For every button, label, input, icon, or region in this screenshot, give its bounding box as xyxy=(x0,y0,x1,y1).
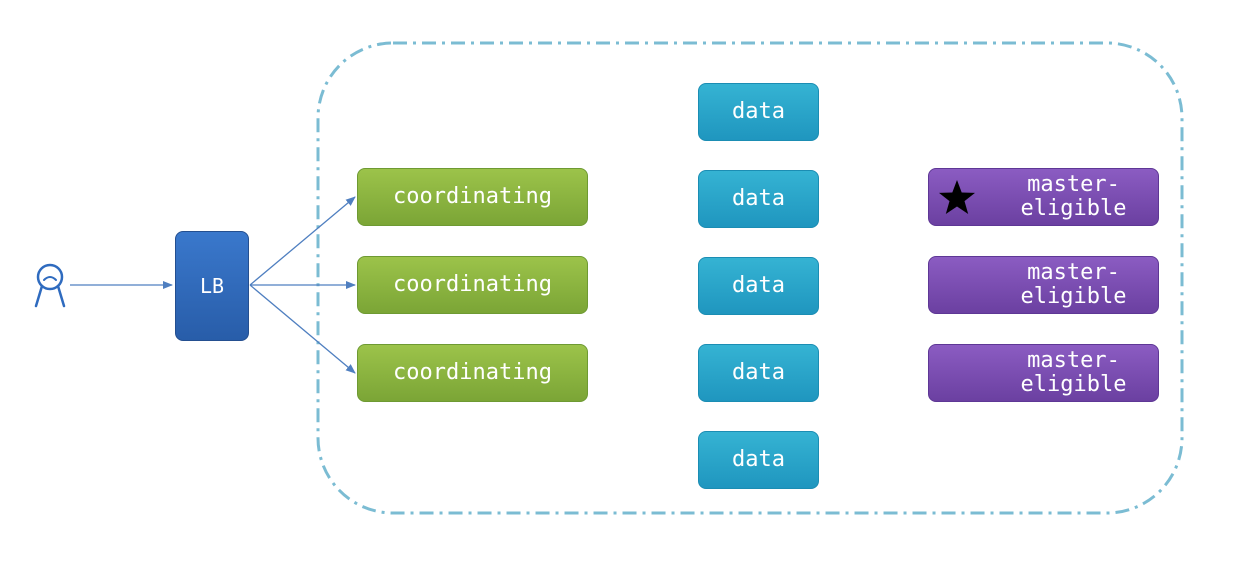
master-eligible-label: master- eligible xyxy=(1020,259,1127,309)
master-eligible-label: master- eligible xyxy=(1020,347,1127,397)
coordinating-node-1: coordinating xyxy=(357,168,588,226)
coordinating-node-label: coordinating xyxy=(393,359,552,385)
star-icon xyxy=(939,180,975,214)
edge-lb-coordinating-1 xyxy=(249,196,356,286)
data-node-4: data xyxy=(698,344,819,402)
edge-lb-coordinating-3 xyxy=(249,284,356,374)
data-node-label: data xyxy=(732,272,785,298)
master-eligible-node-2: master- eligible xyxy=(928,256,1159,314)
master-eligible-label: master- eligible xyxy=(1020,171,1127,221)
coordinating-node-2: coordinating xyxy=(357,256,588,314)
user-icon xyxy=(34,263,66,308)
cluster-boundary xyxy=(316,41,1184,515)
data-node-3: data xyxy=(698,257,819,315)
load-balancer-label: LB xyxy=(199,274,225,298)
data-node-1: data xyxy=(698,83,819,141)
data-node-label: data xyxy=(732,98,785,124)
coordinating-node-label: coordinating xyxy=(393,271,552,297)
load-balancer-node: LB xyxy=(175,231,249,341)
data-node-label: data xyxy=(732,185,785,211)
coordinating-node-label: coordinating xyxy=(393,183,552,209)
data-node-label: data xyxy=(732,359,785,385)
coordinating-node-3: coordinating xyxy=(357,344,588,402)
data-node-5: data xyxy=(698,431,819,489)
master-eligible-node-1: master- eligible xyxy=(928,168,1159,226)
data-node-2: data xyxy=(698,170,819,228)
master-eligible-node-3: master- eligible xyxy=(928,344,1159,402)
data-node-label: data xyxy=(732,446,785,472)
